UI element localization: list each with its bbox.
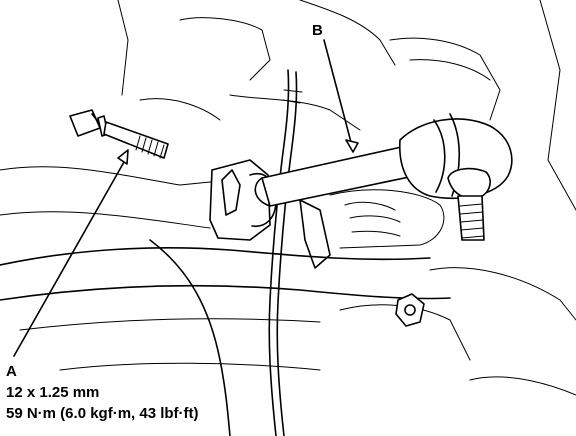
stabilizer-link [254, 113, 513, 241]
leader-b [323, 39, 353, 147]
leader-lines [13, 39, 359, 357]
callout-a-size: 12 x 1.25 mm [6, 384, 99, 401]
flange-bolt [69, 109, 169, 159]
arrow-head-b [345, 139, 359, 153]
callout-a-letter: A [6, 363, 17, 380]
lower-arm-bracket [209, 159, 445, 269]
callout-b-letter: B [312, 22, 323, 39]
side-nut [395, 293, 425, 327]
leader-a [13, 161, 125, 357]
arrow-head-a [117, 149, 129, 165]
callout-a-torque: 59 N·m (6.0 kgf·m, 43 lbf·ft) [6, 405, 199, 422]
brake-hose [149, 69, 303, 436]
